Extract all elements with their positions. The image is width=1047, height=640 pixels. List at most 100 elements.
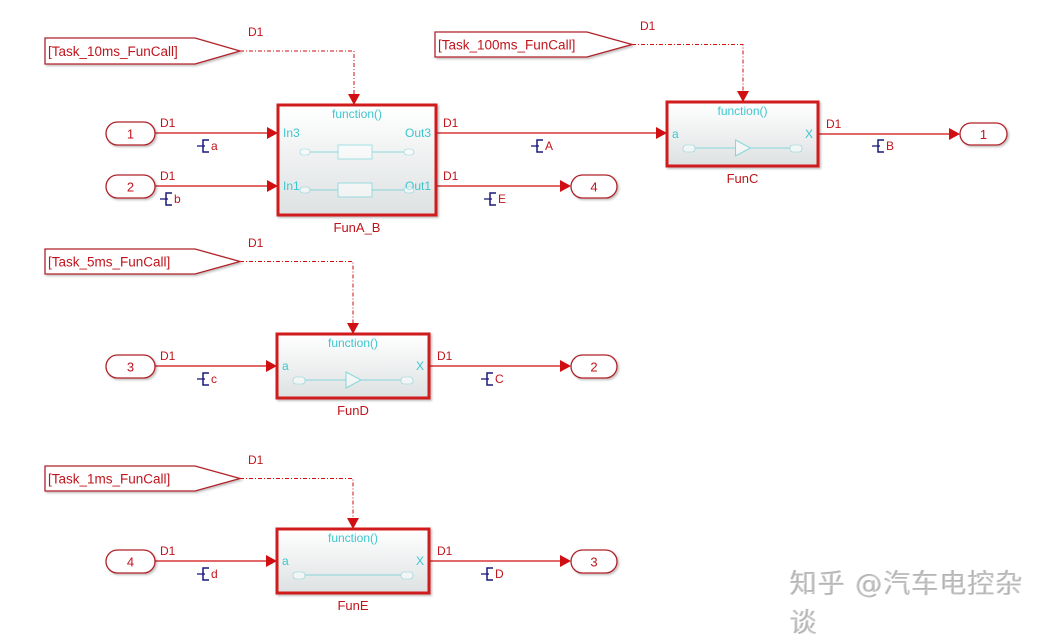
input-port-label: In1 [283,179,300,193]
signal-line-C[interactable]: D1C [429,349,571,386]
inport-port-4[interactable]: 4 [105,549,156,574]
watermark-text: 知乎 @汽车电控杂谈 [790,569,1024,639]
input-port-label: a [282,554,289,568]
signal-line-c[interactable]: D1c [155,349,277,386]
from-tag-label: [Task_1ms_FunCall] [48,472,170,487]
subsystem-blocks-layer: function()In3In1Out3Out1FunA_Bfunction()… [275,100,820,613]
signal-object-resolve-icon [197,139,209,153]
from-tag-tag-1ms[interactable]: [Task_1ms_FunCall] [44,465,243,492]
signal-name-label: A [545,139,553,153]
arrowhead-icon [560,360,571,372]
ports-layer: 1 2 3 4 1 4 2 3 [105,121,1008,574]
signal-object-resolve-icon [484,192,496,206]
signal-datatype-label: D1 [640,19,656,33]
signal-datatype-label: D1 [160,169,176,183]
port-number: 4 [590,180,597,195]
arrowhead-icon [266,555,277,567]
trigger-port-label: function() [328,336,378,350]
function-call-line[interactable]: D1 [240,236,359,334]
signal-name-label: E [498,192,506,206]
signal-object-resolve-icon [481,567,493,581]
outport-port-3[interactable]: 3 [570,549,618,574]
from-tag-label: [Task_10ms_FunCall] [48,44,178,59]
signal-line-b[interactable]: D1 b [155,169,278,206]
arrowhead-icon [267,127,278,139]
signal-line-D[interactable]: D1D [429,544,571,581]
outport-port-2[interactable]: 2 [570,354,618,379]
signal-name-label: b [174,192,181,206]
inport-port-1[interactable]: 1 [105,121,156,146]
signal-line-d[interactable]: D1 d [155,544,277,581]
function-call-line[interactable]: D1 [240,453,359,529]
port-number: 3 [590,555,597,570]
signal-object-resolve-icon [197,372,209,386]
signal-datatype-label: D1 [443,169,459,183]
port-number: 1 [980,127,987,142]
block-content-preview [292,571,414,580]
function-call-arrow-icon [348,94,360,105]
signal-line-A[interactable]: D1A [436,116,667,153]
signal-name-label: B [886,139,894,153]
signal-datatype-label: D1 [443,116,459,130]
signal-datatype-label: D1 [826,117,842,131]
trigger-port-label: function() [332,107,382,121]
signal-object-resolve-icon [160,192,172,206]
block-name-label: FunE [337,598,368,613]
subsystem-block-fune[interactable]: function() a X FunE [275,527,431,613]
signal-object-resolve-icon [481,372,493,386]
signal-name-label: C [495,372,504,386]
output-port-label: X [416,554,424,568]
signal-name-label: a [211,139,218,153]
outport-port-4[interactable]: 4 [570,174,618,199]
input-port-label: a [282,359,289,373]
port-number: 2 [127,180,134,195]
block-name-label: FunD [337,403,369,418]
signal-object-resolve-icon [197,567,209,581]
arrowhead-icon [949,128,960,140]
inport-port-3[interactable]: 3 [105,354,156,379]
arrowhead-icon [560,555,571,567]
signal-line-a[interactable]: D1a [155,116,278,153]
signal-object-resolve-icon [531,139,543,153]
input-port-label: a [672,127,679,141]
port-number: 3 [127,360,134,375]
function-call-line[interactable]: D1 [632,19,749,102]
port-number: 4 [127,555,134,570]
function-call-arrow-icon [347,518,359,529]
signal-name-label: D [495,567,504,581]
arrowhead-icon [656,127,667,139]
function-call-line[interactable]: D1 [240,25,360,105]
from-tag-tag-10ms[interactable]: [Task_10ms_FunCall] [44,37,243,65]
input-port-label: In3 [283,126,300,140]
signal-name-label: c [211,372,217,386]
signal-datatype-label: D1 [437,544,453,558]
goto-tags-layer: [Task_10ms_FunCall] D1 [Task_100ms_FunCall… [44,19,749,529]
from-tag-tag-5ms[interactable]: [Task_5ms_FunCall] [44,248,243,275]
output-port-label: X [416,359,424,373]
signal-datatype-label: D1 [248,236,264,250]
output-port-label: X [805,127,813,141]
trigger-port-label: function() [328,531,378,545]
subsystem-block-fund[interactable]: function() a X FunD [275,332,431,418]
from-tag-tag-100ms[interactable]: [Task_100ms_FunCall] [434,31,635,58]
block-content-preview [299,144,415,198]
function-call-arrow-icon [737,91,749,102]
output-port-label: Out3 [405,126,431,140]
arrowhead-icon [267,180,278,192]
inport-port-2[interactable]: 2 [105,174,156,199]
signal-datatype-label: D1 [437,349,453,363]
from-tag-label: [Task_5ms_FunCall] [48,255,170,270]
outport-port-1[interactable]: 1 [959,122,1008,146]
signal-line-B[interactable]: D1B [818,117,960,153]
block-content-preview [292,371,414,389]
arrowhead-icon [266,360,277,372]
signal-line-E[interactable]: D1E [436,169,571,206]
block-content-preview [682,139,803,157]
signal-name-label: d [211,567,218,581]
signal-datatype-label: D1 [160,544,176,558]
port-number: 1 [127,127,134,142]
